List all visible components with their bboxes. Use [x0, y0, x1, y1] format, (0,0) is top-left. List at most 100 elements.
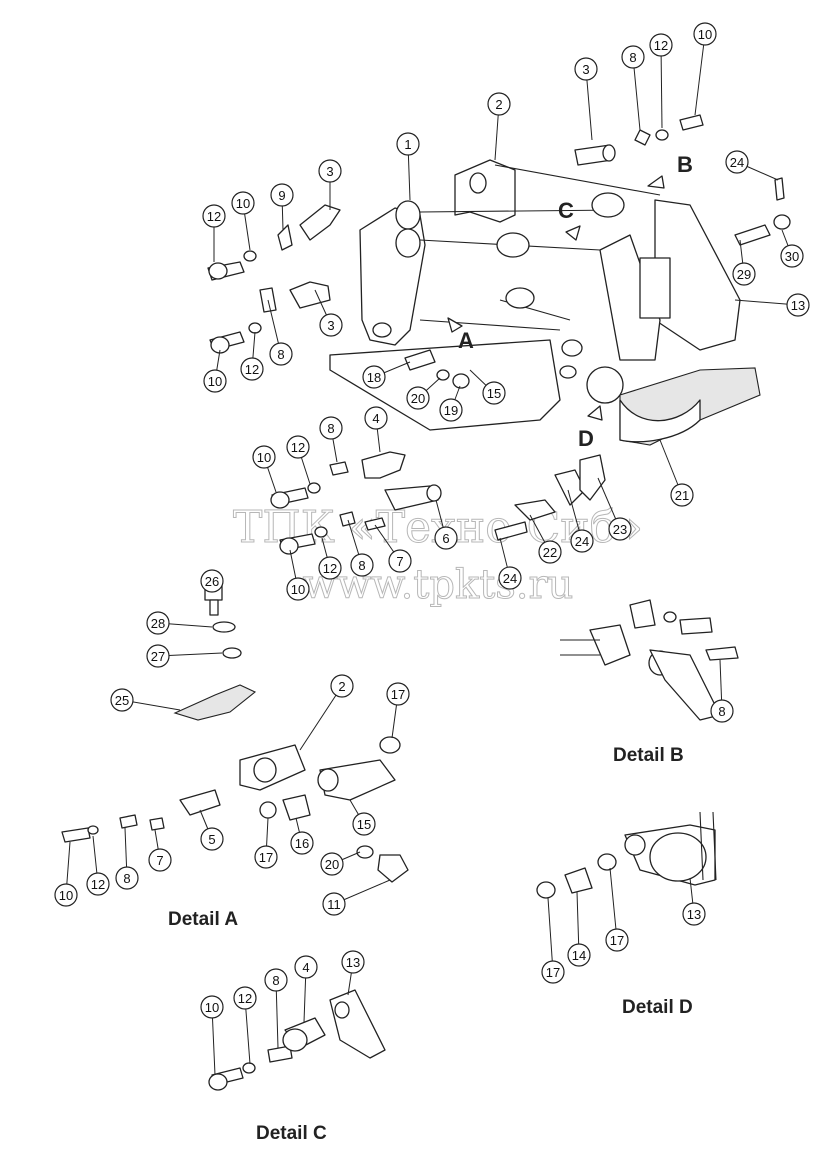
callout-12: 12: [318, 556, 342, 580]
callout-circle: [203, 369, 227, 393]
callout-number: 30: [785, 249, 799, 264]
callout-number: 24: [503, 571, 517, 586]
callout-circle: [254, 845, 278, 869]
callout-10: 10: [286, 577, 310, 601]
callout-30: 30: [780, 244, 804, 268]
detail-c-drawing: [208, 989, 386, 1091]
callout-circle: [364, 406, 388, 430]
callout-circle: [541, 960, 565, 984]
callout-number: 1: [404, 137, 411, 152]
callout-circle: [621, 45, 645, 69]
callout-number: 17: [259, 850, 273, 865]
callout-number: 20: [325, 857, 339, 872]
callout-12: 12: [86, 872, 110, 896]
callout-number: 3: [582, 62, 589, 77]
callout-circle: [670, 483, 694, 507]
callout-circle: [264, 968, 288, 992]
callout-number: 28: [151, 616, 165, 631]
view-arrows: B C A D: [447, 152, 693, 451]
callout-17: 17: [541, 960, 565, 984]
view-arrow-b-label: B: [677, 152, 693, 177]
callout-number: 8: [718, 704, 725, 719]
callout-number: 8: [123, 871, 130, 886]
callout-number: 4: [372, 411, 379, 426]
callout-8: 8: [621, 45, 645, 69]
callout-number: 10: [698, 27, 712, 42]
callout-number: 8: [327, 421, 334, 436]
callout-number: 13: [346, 955, 360, 970]
callout-circle: [352, 812, 376, 836]
callout-circle: [200, 569, 224, 593]
callout-circle: [231, 191, 255, 215]
callout-number: 25: [115, 693, 129, 708]
detail-b-title: Detail B: [613, 745, 684, 766]
callout-circle: [386, 682, 410, 706]
callout-circle: [146, 644, 170, 668]
callout-leader-10: [694, 33, 706, 116]
callout-circle: [786, 293, 810, 317]
callout-circle: [330, 674, 354, 698]
callout-circle: [538, 540, 562, 564]
callout-circle: [649, 33, 673, 57]
callout-number: 19: [444, 403, 458, 418]
callout-number: 11: [327, 897, 341, 912]
callout-number: 17: [546, 965, 560, 980]
callout-circle: [341, 950, 365, 974]
callout-layer: 1233812101012938121024293013182019154812…: [54, 22, 810, 1076]
callout-4: 4: [364, 406, 388, 430]
callout-leader-8: [632, 56, 641, 131]
callout-circle: [200, 827, 224, 851]
callout-number: 10: [291, 582, 305, 597]
callout-circle: [682, 902, 706, 926]
callout-10: 10: [200, 995, 224, 1019]
callout-circle: [200, 995, 224, 1019]
callout-circle: [319, 416, 343, 440]
callout-circle: [388, 549, 412, 573]
callout-number: 7: [396, 554, 403, 569]
callout-number: 17: [391, 687, 405, 702]
callout-11: 11: [322, 892, 346, 916]
callout-number: 8: [629, 50, 636, 65]
callout-13: 13: [682, 902, 706, 926]
callout-circle: [290, 831, 314, 855]
callout-8: 8: [319, 416, 343, 440]
callout-24: 24: [725, 150, 749, 174]
callout-circle: [482, 381, 506, 405]
callout-circle: [322, 892, 346, 916]
callout-number: 12: [323, 561, 337, 576]
callout-number: 15: [357, 817, 371, 832]
callout-circle: [240, 357, 264, 381]
view-arrow-a-label: A: [458, 328, 474, 353]
detail-a-title: Detail A: [168, 909, 238, 930]
callout-8: 8: [350, 553, 374, 577]
callout-number: 21: [675, 488, 689, 503]
callout-circle: [286, 435, 310, 459]
callout-circle: [567, 943, 591, 967]
callout-number: 10: [208, 374, 222, 389]
callout-3: 3: [318, 159, 342, 183]
callout-6: 6: [434, 526, 458, 550]
callout-17: 17: [605, 928, 629, 952]
callout-leader-2: [299, 685, 343, 751]
callout-circle: [286, 577, 310, 601]
callout-20: 20: [406, 386, 430, 410]
callout-circle: [498, 566, 522, 590]
callout-12: 12: [233, 986, 257, 1010]
callout-circle: [269, 342, 293, 366]
callout-24: 24: [570, 529, 594, 553]
callout-number: 12: [91, 877, 105, 892]
callout-number: 24: [730, 155, 744, 170]
callout-23: 23: [608, 517, 632, 541]
callout-14: 14: [567, 943, 591, 967]
callout-12: 12: [202, 204, 226, 228]
callout-21: 21: [670, 483, 694, 507]
callout-circle: [294, 955, 318, 979]
callout-16: 16: [290, 831, 314, 855]
callout-number: 2: [495, 97, 502, 112]
callout-leader-3: [585, 68, 593, 141]
callout-25: 25: [110, 688, 134, 712]
callout-8: 8: [710, 699, 734, 723]
callout-2: 2: [487, 92, 511, 116]
detail-b-drawing: [560, 599, 739, 721]
callout-circle: [202, 204, 226, 228]
